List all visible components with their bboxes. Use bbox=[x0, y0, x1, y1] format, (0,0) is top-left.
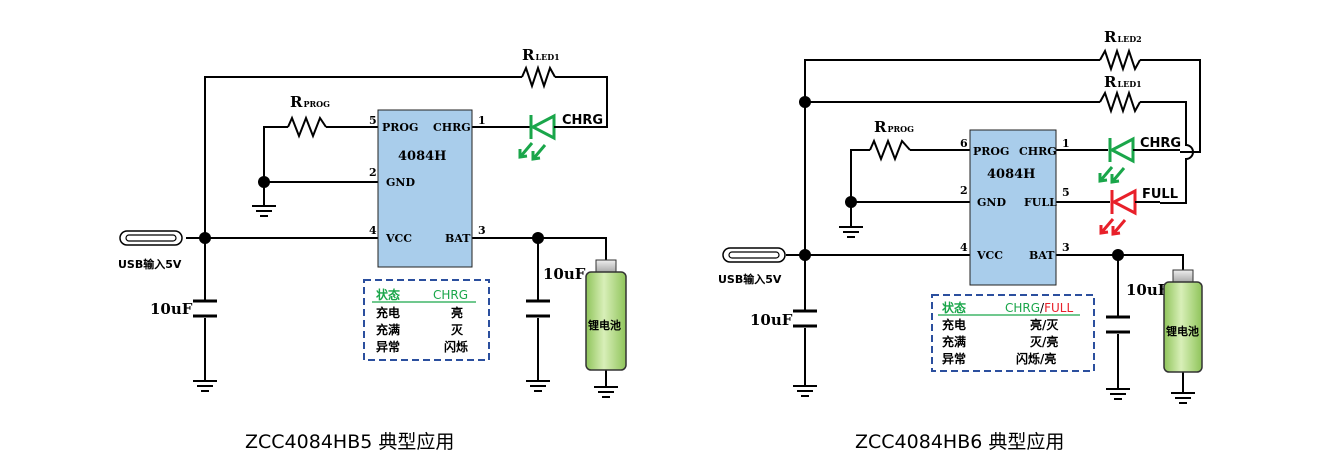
cap-out-label: 10uF bbox=[543, 265, 586, 283]
battery-2 bbox=[1163, 269, 1203, 373]
svg-text:BAT: BAT bbox=[1029, 249, 1055, 262]
circuit-right: USB输入5V 10uF 10uF RPROG RLED2 RLED1 CHRG bbox=[718, 28, 1203, 453]
cap-in-label: 10uF bbox=[150, 300, 193, 318]
usb-connector-2 bbox=[722, 247, 786, 263]
r-prog-resistor bbox=[287, 115, 327, 139]
svg-text:充电: 充电 bbox=[376, 305, 400, 320]
svg-text:5: 5 bbox=[1062, 186, 1070, 199]
svg-text:PROG: PROG bbox=[382, 121, 418, 134]
svg-text:BAT: BAT bbox=[445, 232, 471, 245]
ic-4084h-2 bbox=[969, 129, 1057, 286]
usb-connector bbox=[119, 230, 183, 246]
r-led1-label-2: RLED1 bbox=[1104, 73, 1142, 91]
led-full-label: FULL bbox=[1142, 187, 1178, 202]
svg-text:4: 4 bbox=[960, 241, 968, 254]
svg-text:状态: 状态 bbox=[376, 287, 400, 302]
cap-out-label-2: 10uF bbox=[1126, 281, 1169, 299]
chip-name: 4084H bbox=[398, 149, 446, 164]
cap-in-label-2: 10uF bbox=[750, 311, 793, 329]
svg-text:闪烁/亮: 闪烁/亮 bbox=[1016, 351, 1056, 366]
svg-text:PROG: PROG bbox=[973, 145, 1009, 158]
led-chrg-label: CHRG bbox=[562, 113, 603, 128]
svg-text:异常: 异常 bbox=[942, 351, 966, 366]
svg-text:4: 4 bbox=[369, 224, 377, 237]
svg-text:3: 3 bbox=[478, 224, 486, 237]
svg-text:异常: 异常 bbox=[376, 339, 400, 354]
status-table bbox=[363, 279, 490, 361]
svg-text:VCC: VCC bbox=[385, 232, 412, 245]
svg-text:5: 5 bbox=[369, 114, 377, 127]
r-prog-label-2: RPROG bbox=[874, 118, 914, 136]
led-chrg-green-2 bbox=[1098, 136, 1180, 184]
svg-text:亮: 亮 bbox=[451, 305, 463, 320]
svg-text:状态: 状态 bbox=[942, 300, 966, 315]
svg-text:充电: 充电 bbox=[942, 317, 966, 332]
circuit-left: USB输入5V 10uF 10uF RPROG RLED1 CHRG 4084H… bbox=[118, 46, 627, 453]
svg-text:闪烁: 闪烁 bbox=[444, 339, 468, 354]
svg-text:FULL: FULL bbox=[1024, 196, 1057, 209]
r-led1-resistor bbox=[521, 64, 556, 90]
svg-text:CHRG: CHRG bbox=[433, 121, 471, 134]
svg-text:1: 1 bbox=[1062, 137, 1070, 150]
svg-text:充满: 充满 bbox=[942, 334, 966, 349]
caption-left: ZCC4084HB5 典型应用 bbox=[245, 431, 454, 453]
status-table-2 bbox=[931, 294, 1095, 372]
battery-label: 锂电池 bbox=[588, 318, 621, 332]
svg-text:VCC: VCC bbox=[976, 249, 1003, 262]
svg-text:2: 2 bbox=[960, 184, 968, 197]
usb-label-2: USB输入5V bbox=[718, 272, 782, 286]
caption-right: ZCC4084HB6 典型应用 bbox=[855, 431, 1064, 453]
svg-text:灭: 灭 bbox=[450, 323, 464, 337]
battery bbox=[585, 259, 627, 371]
led-chrg-green bbox=[518, 113, 580, 161]
usb-label: USB输入5V bbox=[118, 257, 182, 271]
svg-text:3: 3 bbox=[1062, 241, 1070, 254]
led-chrg-label-2: CHRG bbox=[1140, 136, 1181, 151]
svg-text:6: 6 bbox=[960, 137, 968, 150]
battery-label-2: 锂电池 bbox=[1166, 324, 1199, 338]
r-led1-label: RLED1 bbox=[522, 46, 560, 64]
svg-text:GND: GND bbox=[977, 196, 1006, 209]
svg-text:GND: GND bbox=[386, 176, 415, 189]
svg-text:1: 1 bbox=[478, 114, 486, 127]
svg-text:灭/亮: 灭/亮 bbox=[1029, 334, 1058, 349]
svg-text:CHRG: CHRG bbox=[433, 288, 468, 302]
ic-4084h bbox=[377, 109, 473, 268]
svg-text:CHRG/FULL: CHRG/FULL bbox=[1005, 301, 1073, 315]
svg-text:充满: 充满 bbox=[376, 322, 400, 337]
r-led2-label: RLED2 bbox=[1104, 28, 1142, 46]
r-prog-label: RPROG bbox=[290, 93, 330, 111]
svg-text:4084H: 4084H bbox=[987, 167, 1035, 182]
svg-text:2: 2 bbox=[369, 166, 377, 179]
svg-text:CHRG: CHRG bbox=[1019, 145, 1057, 158]
svg-text:亮/灭: 亮/灭 bbox=[1030, 317, 1059, 332]
led-full-red bbox=[1099, 188, 1160, 236]
